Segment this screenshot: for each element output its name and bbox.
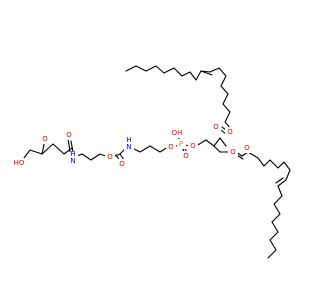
succinyl-acid-oxygen: O [42,135,48,143]
amide-nitrogen-h: H [70,150,75,158]
sn2-carbonyl-oxygen: O [213,123,219,131]
sn1-carbonyl-oxygen: O [244,144,250,152]
phosphate-right-oxygen: O [190,142,196,150]
phosphate-double-bond-oxygen: O [183,152,189,160]
amide-nitrogen: N [70,157,75,165]
atom-labels: O HO O H N O O H N O P OH O O O O O O [11,122,252,169]
carbamate-carbonyl-oxygen: O [119,160,125,168]
succinyl-acid-hydroxyl: HO [14,159,25,167]
carbamate-ether-oxygen: O [107,153,113,161]
carbamate-nitrogen-h: H [126,136,131,144]
succinyl-amide-oxygen: O [66,131,72,139]
molecule-structure-canvas: O HO O H N O O H N O P OH O O O O O O [11,65,291,259]
bond-skeleton [20,65,291,259]
phosphorus-atom: P [179,140,183,148]
phosphate-left-oxygen: O [168,143,174,151]
carbamate-nitrogen: N [126,143,131,151]
sn1-ester-oxygen: O [230,148,236,156]
sn2-ester-oxygen: O [227,128,233,136]
phosphate-hydroxyl: OH [172,129,183,137]
